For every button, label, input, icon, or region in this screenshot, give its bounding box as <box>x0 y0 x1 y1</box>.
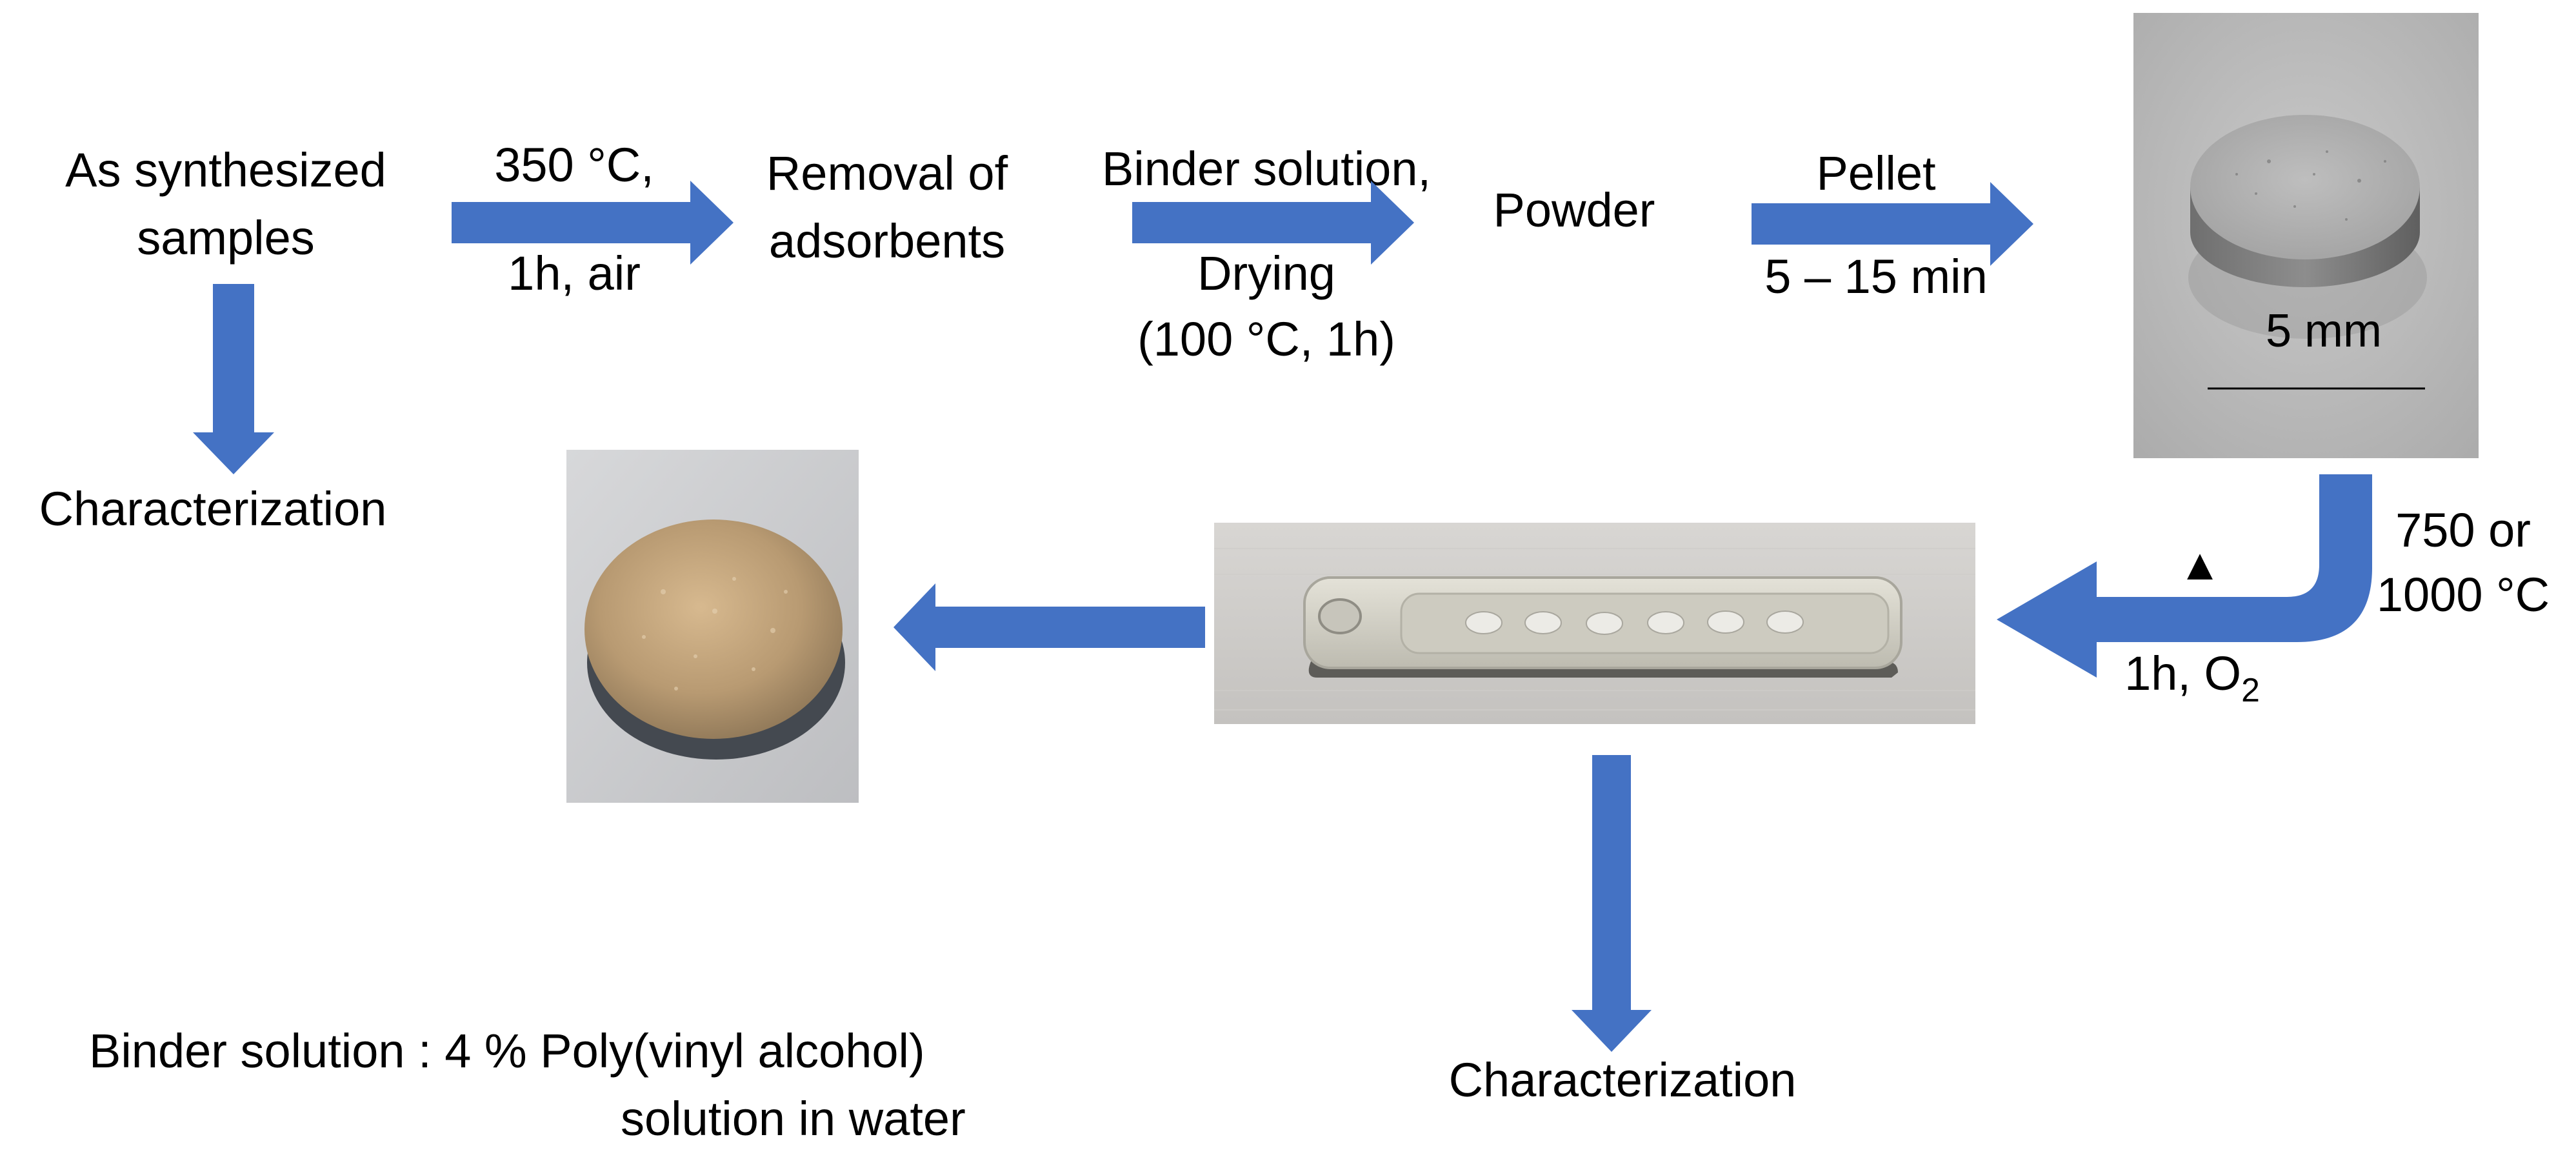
step4-atmosphere-subscript: 2 <box>2241 671 2260 709</box>
binder-note-line1: Binder solution : 4 % Poly(vinyl alcohol… <box>89 1024 925 1078</box>
arrow-to-characterization-top <box>193 284 274 474</box>
arrow-step4-curved <box>1997 474 2372 678</box>
start-label-line1: As synthesized <box>65 143 386 197</box>
characterization-label-bottom: Characterization <box>1448 1053 1797 1107</box>
final-pellet-photo-image <box>566 450 859 803</box>
arrow-step2 <box>1132 181 1414 265</box>
step1-condition-temp: 350 °C, <box>494 138 654 192</box>
arrow-step1 <box>452 181 734 265</box>
step2-result-powder: Powder <box>1493 183 1655 237</box>
arrow-to-characterization-bottom <box>1572 755 1652 1052</box>
pellet-photo: 5 mm <box>2133 13 2479 458</box>
step1-result-line2: adsorbents <box>768 214 1006 268</box>
step2-condition-drying: Drying <box>1197 247 1335 300</box>
step4-condition-temp1: 750 or <box>2395 503 2531 557</box>
arrow-step5 <box>894 583 1205 671</box>
arrow-step3 <box>1752 182 2033 266</box>
step4-atmosphere-main: 1h, O <box>2124 647 2242 700</box>
step4-atmosphere: 1h, O2 <box>2124 645 2260 707</box>
step1-condition-time: 1h, air <box>508 247 641 300</box>
boat-photo-image <box>1214 523 1975 724</box>
step3-condition-time: 5 – 15 min <box>1764 250 1988 303</box>
binder-note-line2: solution in water <box>621 1092 966 1145</box>
start-label-line2: samples <box>137 211 315 265</box>
step1-result-line1: Removal of <box>766 146 1008 200</box>
pellet-photo-image <box>2133 13 2479 458</box>
scale-bar-label: 5 mm <box>2266 305 2382 357</box>
heat-symbol: ▲ <box>2178 540 2222 589</box>
characterization-label-top: Characterization <box>39 482 387 536</box>
final-pellet-photo <box>566 450 859 803</box>
boat-photo <box>1214 523 1975 724</box>
step3-condition-pellet: Pellet <box>1816 146 1936 200</box>
step4-condition-temp2: 1000 °C <box>2376 568 2550 621</box>
step2-condition-drying-temp: (100 °C, 1h) <box>1137 312 1395 366</box>
